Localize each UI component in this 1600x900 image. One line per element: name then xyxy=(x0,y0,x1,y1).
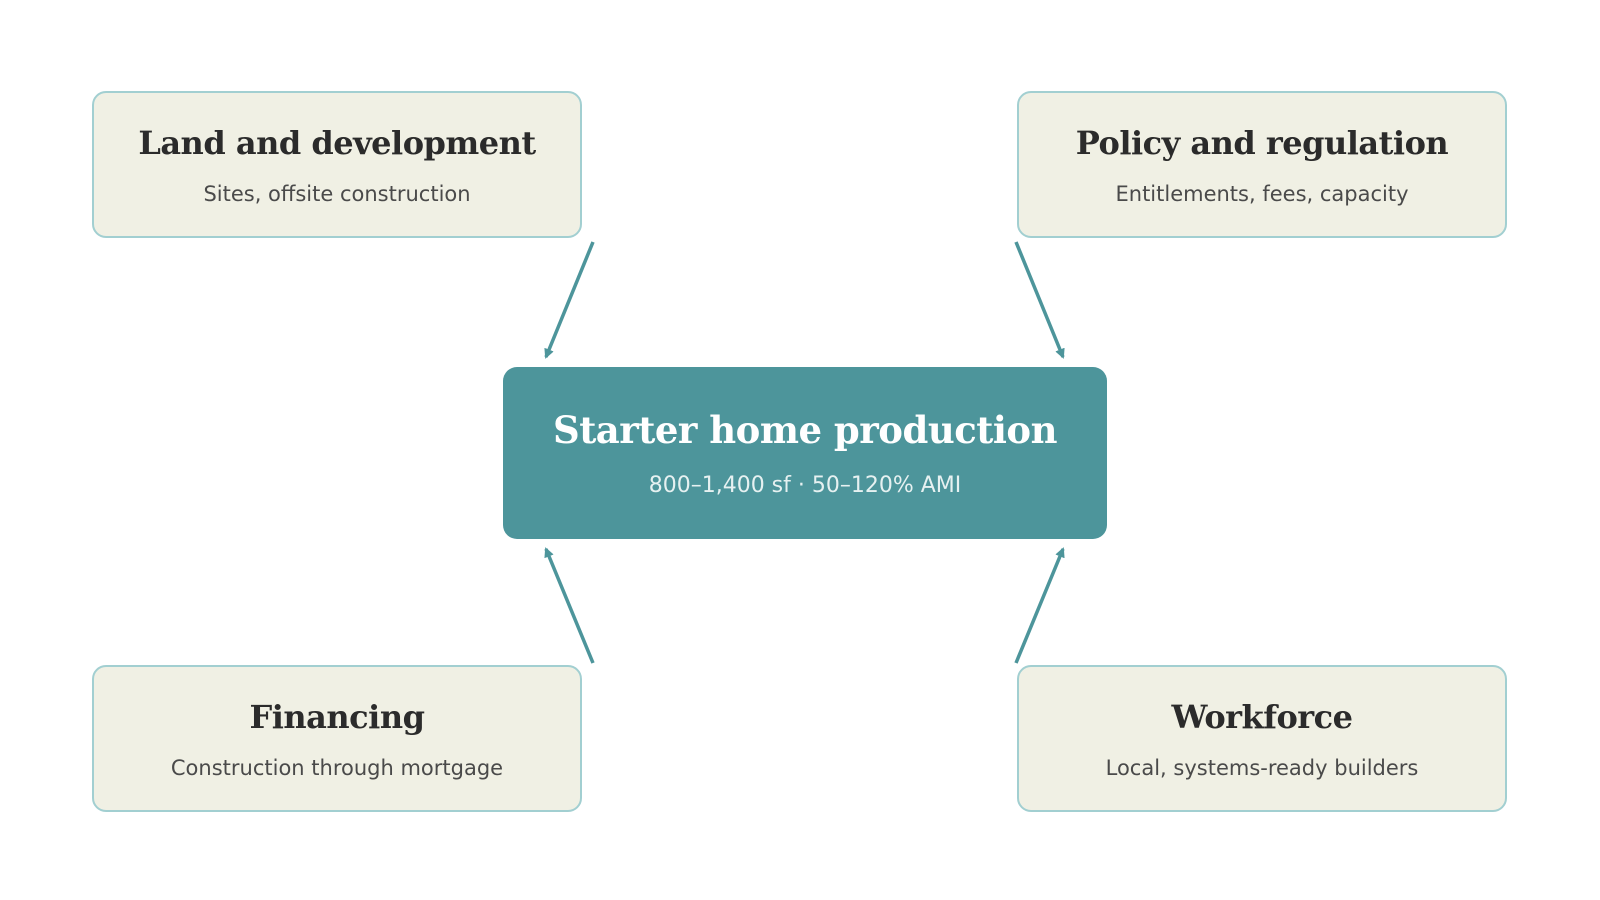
center-title: Starter home production xyxy=(552,408,1058,452)
node-title: Workforce xyxy=(1171,698,1353,736)
arrow-workforce-to-center xyxy=(1014,547,1065,664)
node-title: Financing xyxy=(249,698,425,736)
node-subtitle: Local, systems-ready builders xyxy=(1105,756,1419,780)
node-workforce: Workforce Local, systems-ready builders xyxy=(1017,665,1507,812)
arrow-financing-to-center xyxy=(544,547,595,664)
node-subtitle: Entitlements, fees, capacity xyxy=(1115,182,1409,206)
node-title: Land and development xyxy=(138,124,536,162)
node-policy-and-regulation: Policy and regulation Entitlements, fees… xyxy=(1017,91,1507,238)
center-subtitle: 800–1,400 sf · 50–120% AMI xyxy=(648,473,962,498)
center-node-starter-home-production: Starter home production 800–1,400 sf · 5… xyxy=(503,367,1107,539)
arrow-policy-to-center xyxy=(1014,241,1065,359)
node-land-and-development: Land and development Sites, offsite cons… xyxy=(92,91,582,238)
node-title: Policy and regulation xyxy=(1075,124,1449,162)
node-financing: Financing Construction through mortgage xyxy=(92,665,582,812)
arrow-land-to-center xyxy=(544,241,595,359)
node-subtitle: Construction through mortgage xyxy=(170,756,504,780)
node-subtitle: Sites, offsite construction xyxy=(203,182,471,206)
